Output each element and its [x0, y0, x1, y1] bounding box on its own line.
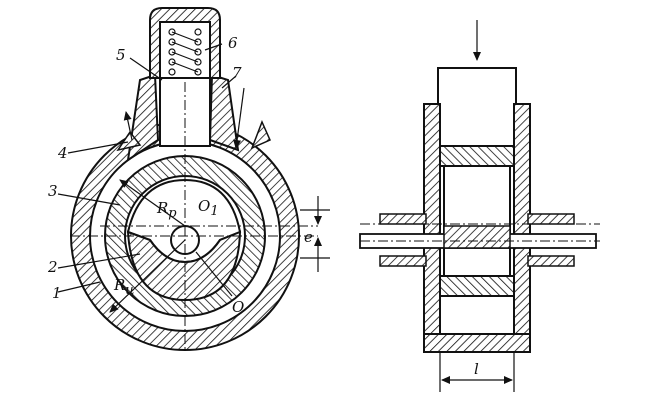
label-o1: O1 — [198, 197, 219, 219]
hub-right-b — [527, 255, 575, 267]
valve-lip-left — [116, 130, 142, 152]
spring — [168, 28, 202, 76]
valve-lip-right — [250, 120, 271, 150]
label-rtc: Rц — [113, 276, 134, 298]
hub-left — [379, 213, 427, 225]
label-1: 1 — [52, 284, 62, 302]
label-o: O — [232, 298, 244, 316]
label-6: 6 — [228, 34, 238, 52]
label-7: 7 — [232, 64, 242, 82]
label-l: l — [474, 360, 479, 378]
label-4: 4 — [57, 144, 68, 162]
rotor-band-bottom — [439, 275, 515, 297]
label-rp: Rp — [156, 199, 177, 221]
eccentric-hatch-side — [443, 225, 511, 249]
plunger-side — [437, 67, 517, 151]
inlet-nozzle-right — [208, 73, 240, 152]
housing-wall-right — [513, 103, 531, 353]
eccentric-hatched — [126, 230, 242, 302]
label-5: 5 — [116, 46, 126, 64]
label-3: 3 — [48, 182, 58, 200]
housing-bottom — [423, 333, 531, 353]
rotor-body — [443, 165, 511, 277]
spring-housing — [149, 7, 221, 79]
hub-right — [527, 213, 575, 225]
left-view: 1 2 3 4 5 6 7 Rp O1 O Rц e — [47, 7, 330, 351]
hub-left-b — [379, 255, 427, 267]
label-2: 2 — [47, 258, 58, 276]
housing-wall-left — [423, 103, 441, 353]
right-view: l — [359, 20, 600, 392]
label-e: e — [304, 228, 313, 246]
rotor-band-top — [439, 145, 515, 167]
